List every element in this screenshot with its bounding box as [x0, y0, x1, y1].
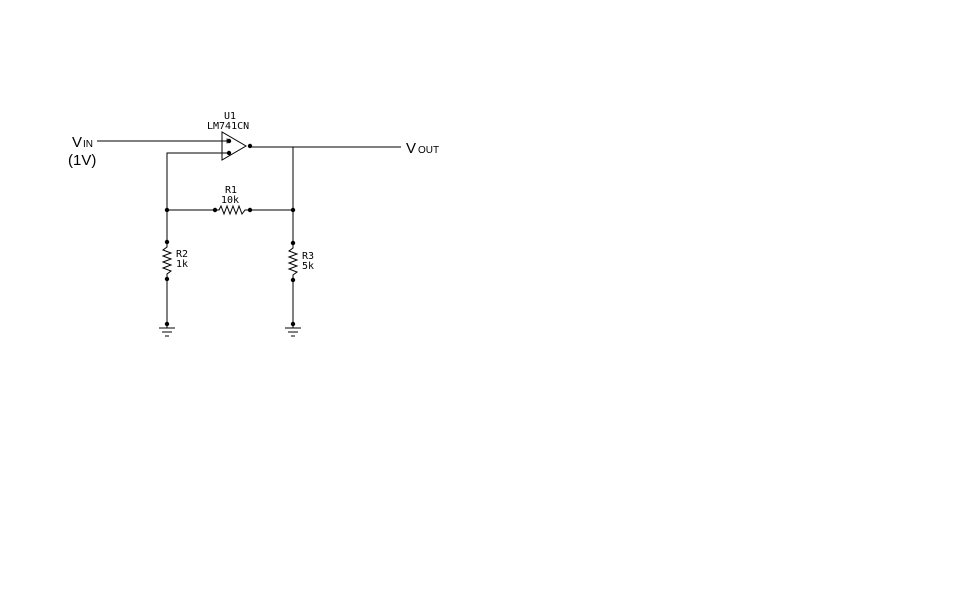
r3-ref-label: R3 [302, 251, 314, 262]
ground-icon-left [159, 321, 175, 337]
vin-label: V IN (1V) [68, 134, 96, 169]
vin-sub-label: IN [83, 139, 93, 150]
resistor-r1: R1 10k [167, 185, 293, 216]
vin-wire [97, 138, 232, 144]
vin-value-label: (1V) [68, 152, 96, 169]
resistor-r3: R3 5k [287, 210, 314, 324]
vout-label: V OUT [406, 140, 439, 157]
r3-value-label: 5k [302, 261, 314, 272]
u1-ref-label: U1 [224, 111, 236, 122]
vout-main-label: V [406, 140, 416, 157]
r2-value-label: 1k [176, 259, 188, 270]
ground-icon-right [285, 321, 301, 337]
r1-ref-label: R1 [225, 185, 237, 196]
resistor-r2: R2 1k [161, 210, 188, 324]
vin-main-label: V [72, 134, 82, 151]
inverting-input-wire [166, 150, 232, 210]
plus-sign: + [224, 136, 230, 147]
r1-value-label: 10k [221, 195, 239, 206]
u1-part-label: LM741CN [207, 121, 249, 132]
r2-ref-label: R2 [176, 249, 188, 260]
vout-sub-label: OUT [418, 145, 439, 156]
